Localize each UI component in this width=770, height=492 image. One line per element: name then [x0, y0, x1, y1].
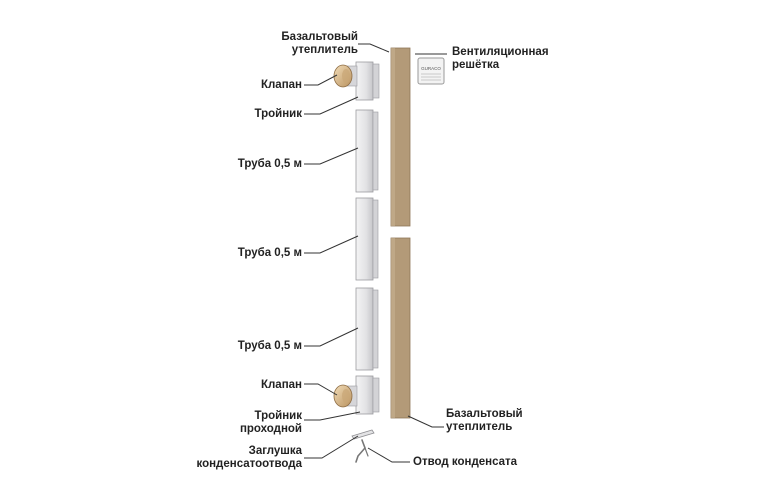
condensate-drain-icon — [355, 439, 369, 463]
label-insulation-bottom: Базальтовый утеплитель — [446, 408, 523, 433]
label-insulation-top: Базальтовый утеплитель — [281, 31, 358, 56]
label-condensate-drain: Отвод конденсата — [413, 456, 518, 468]
valve-top-icon — [333, 64, 353, 88]
label-pipe-1: Труба 0,5 м — [237, 158, 302, 170]
valve-bottom-icon — [333, 384, 353, 408]
pipe-3-icon — [355, 287, 379, 371]
insulation-panel-top — [390, 47, 411, 227]
insulation-panel-bottom — [390, 237, 411, 419]
leader-lines — [304, 43, 447, 463]
tee-top-icon — [344, 61, 380, 101]
grille-brand-text: GURACO — [421, 66, 441, 71]
pipe-2-icon — [355, 197, 379, 281]
label-condensate-cap: Заглушка конденсатоотвода — [196, 445, 302, 470]
label-valve-top: Клапан — [260, 79, 302, 91]
label-tee: Тройник — [254, 108, 302, 120]
label-valve-bottom: Клапан — [260, 379, 302, 391]
label-pipe-3: Труба 0,5 м — [237, 340, 302, 352]
pipe-1-icon — [355, 109, 379, 193]
label-pipe-2: Труба 0,5 м — [237, 247, 302, 259]
label-tee-pass: Тройник проходной — [239, 410, 302, 435]
label-vent-grille: Вентиляционная решётка — [452, 46, 549, 71]
vent-grille-icon: GURACO — [417, 57, 445, 85]
